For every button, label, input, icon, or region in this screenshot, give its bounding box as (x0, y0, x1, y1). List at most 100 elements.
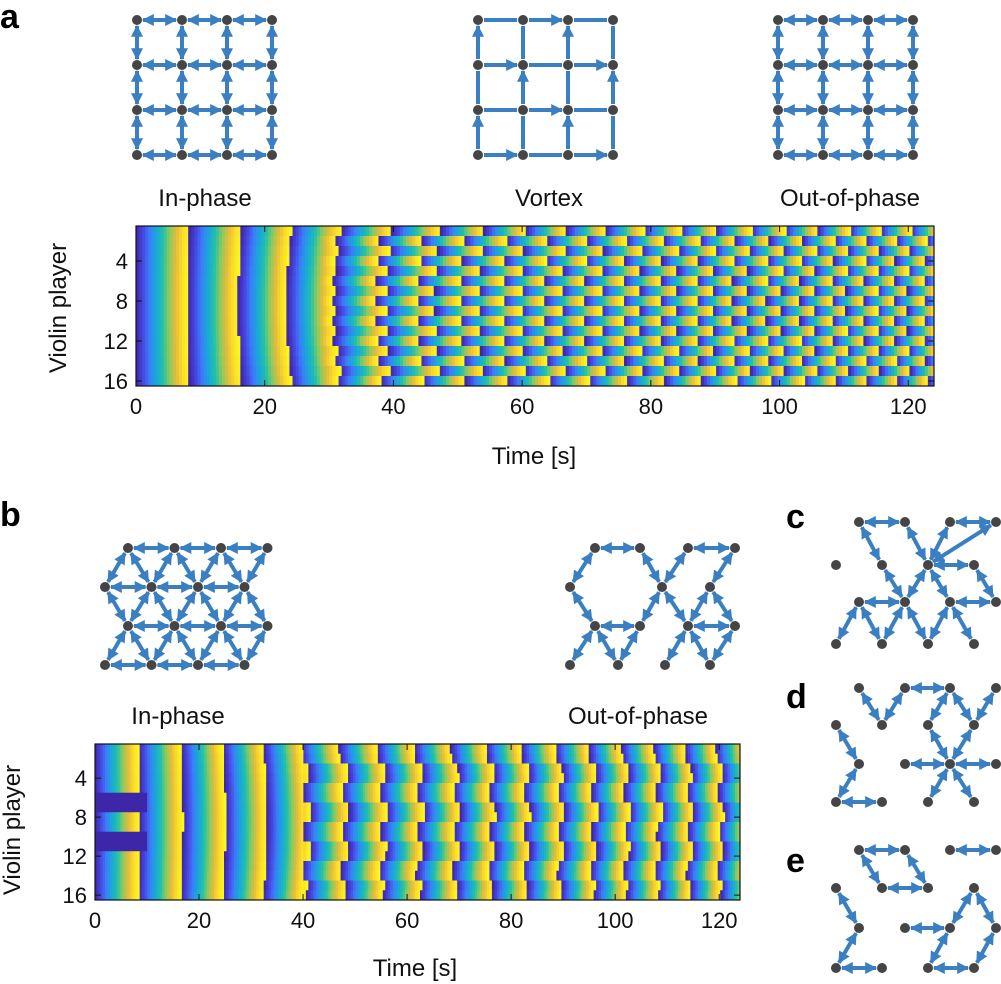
heatmap-cell (301, 266, 306, 277)
heatmap-cell (676, 376, 680, 386)
heatmap-cell (881, 366, 886, 377)
heatmap-cell (673, 346, 677, 357)
heatmap-cell (473, 286, 478, 297)
heatmap-cell (326, 276, 330, 287)
heatmap-cell (273, 744, 277, 755)
heatmap-cell (851, 346, 855, 357)
heatmap-cell (363, 286, 367, 297)
heatmap-cell (237, 246, 241, 257)
heatmap-cell (163, 296, 168, 307)
heatmap-cell (188, 316, 192, 327)
heatmap-cell (455, 376, 459, 386)
heatmap-cell (289, 226, 294, 237)
heatmap-cell (792, 346, 797, 357)
heatmap-cell (308, 753, 312, 764)
heatmap-cell (102, 744, 106, 755)
heatmap-cell (412, 286, 416, 297)
heatmap-cell (848, 286, 852, 297)
heatmap-cell (765, 336, 769, 347)
heatmap-cell (608, 246, 613, 257)
heatmap-cell (562, 336, 567, 347)
heatmap-cell (301, 286, 306, 297)
heatmap-cell (433, 236, 438, 247)
heatmap-cell (746, 256, 751, 267)
heatmap-cell (292, 326, 297, 337)
heatmap-cell (574, 376, 579, 386)
heatmap-cell (148, 226, 152, 237)
heatmap-cell (139, 246, 143, 257)
heatmap-cell (283, 226, 287, 237)
heatmap-cell (924, 286, 929, 297)
coupling-arrow (906, 526, 927, 561)
heatmap-cell (553, 246, 558, 257)
heatmap-cell (755, 356, 760, 367)
heatmap-cell (369, 346, 373, 357)
heatmap-cell (783, 286, 788, 297)
heatmap-cell (145, 246, 149, 257)
heatmap-cell (345, 753, 349, 764)
heatmap-cell (703, 296, 708, 307)
heatmap-cell (283, 246, 287, 257)
heatmap-cell (531, 226, 536, 237)
heatmap-cell (547, 276, 551, 287)
heatmap-cell (427, 366, 432, 377)
heatmap-cell (185, 336, 189, 347)
heatmap-cell (323, 346, 327, 357)
heatmap-cell (501, 266, 505, 277)
heatmap-cell (854, 266, 858, 277)
heatmap-cell (746, 326, 751, 337)
heatmap-cell (433, 226, 438, 237)
heatmap-cell (492, 306, 496, 317)
heatmap-cell (633, 744, 637, 755)
heatmap-cell (510, 336, 515, 347)
heatmap-cell (566, 753, 570, 764)
heatmap-cell (808, 336, 812, 347)
coupling-arrow (571, 629, 594, 662)
heatmap-cell (474, 753, 478, 764)
heatmap-cell (182, 336, 186, 347)
heatmap-cell (531, 256, 536, 267)
heatmap-cell (636, 256, 640, 267)
heatmap-cell (673, 296, 677, 307)
heatmap-cell (255, 266, 260, 277)
heatmap-cell (307, 336, 312, 347)
heatmap-cell (467, 226, 472, 237)
heatmap-cell (553, 256, 558, 267)
heatmap-cell (292, 256, 297, 267)
heatmap-cell (409, 236, 413, 247)
player-node (473, 15, 483, 25)
heatmap-cell (350, 316, 355, 327)
heatmap-cell (728, 226, 733, 237)
heatmap-cell (811, 306, 815, 317)
heatmap-cell (817, 366, 822, 377)
x-tick-label: 20 (252, 394, 276, 419)
heatmap-cell (657, 306, 662, 317)
heatmap-cell (666, 326, 671, 337)
heatmap-cell (620, 266, 625, 277)
heatmap-cell (571, 236, 576, 247)
heatmap-cell (906, 286, 911, 297)
heatmap-cell (136, 306, 140, 317)
heatmap-cell (432, 744, 436, 755)
heatmap-a (136, 226, 934, 386)
heatmap-cell (657, 356, 662, 367)
heatmap-cell (375, 316, 380, 327)
heatmap-cell (467, 286, 472, 297)
heatmap-cell (399, 326, 404, 337)
heatmap-cell (215, 366, 220, 377)
heatmap-cell (393, 246, 398, 257)
heatmap-cell (679, 356, 683, 367)
player-node (818, 150, 828, 160)
heatmap-cell (677, 744, 682, 755)
heatmap-cell (95, 753, 99, 764)
heatmap-cell (415, 276, 419, 287)
heatmap-cell (872, 246, 877, 257)
heatmap-cell (225, 356, 229, 367)
heatmap-cell (581, 266, 585, 277)
heatmap-cell (795, 316, 800, 327)
heatmap-cell (544, 236, 548, 247)
heatmap-cell (406, 266, 410, 277)
heatmap-cell (792, 326, 797, 337)
heatmap-cell (182, 236, 186, 247)
heatmap-cell (267, 246, 272, 257)
